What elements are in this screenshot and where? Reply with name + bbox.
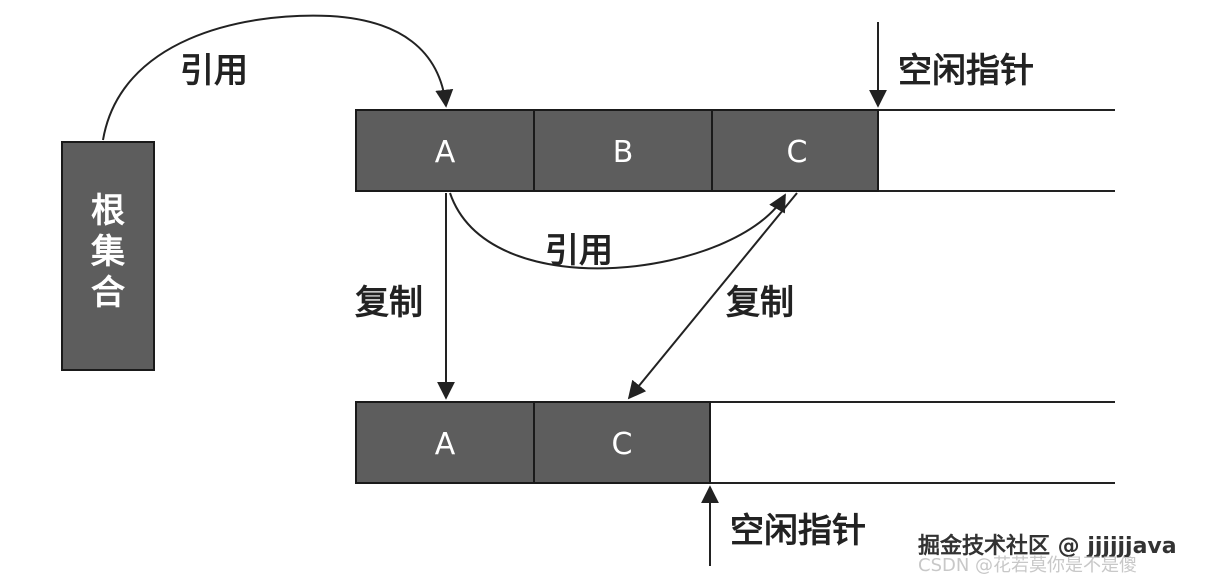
root-set: 根 集 合 <box>61 141 155 371</box>
root-reference-label: 引用 <box>180 51 248 91</box>
from-free-pointer-label: 空闲指针 <box>898 51 1034 91</box>
a-to-c-reference-arrow <box>449 192 786 270</box>
to-cell-a <box>355 401 535 484</box>
root-set-label-char-2: 集 <box>90 232 125 272</box>
copy-a-label: 复制 <box>355 283 423 323</box>
root-set-label-char-1: 根 <box>91 191 125 231</box>
to-space: A C <box>355 401 1115 484</box>
from-cell-a-label: A <box>435 135 456 170</box>
a-to-c-reference-label: 引用 <box>545 231 613 271</box>
from-space: A B C <box>355 109 1115 192</box>
to-cell-c-label: C <box>612 427 633 462</box>
to-cell-a-label: A <box>435 427 456 462</box>
to-cell-c <box>533 401 711 484</box>
from-cell-b <box>533 109 713 192</box>
from-cell-c <box>711 109 879 192</box>
root-set-label-char-3: 合 <box>91 273 125 313</box>
root-set-box <box>61 141 155 371</box>
to-free-pointer-label: 空闲指针 <box>730 511 866 551</box>
from-cell-b-label: B <box>613 135 634 170</box>
copy-c-label: 复制 <box>726 283 794 323</box>
from-cell-c-label: C <box>787 135 808 170</box>
watermark-csdn: CSDN @花若莫你是不是傻 <box>918 555 1137 576</box>
watermark-juejin: 掘金技术社区 @ jjjjjjava <box>918 533 1177 559</box>
root-reference-arrow <box>102 14 454 141</box>
from-cell-a <box>355 109 535 192</box>
copy-c-arrow <box>627 192 798 400</box>
